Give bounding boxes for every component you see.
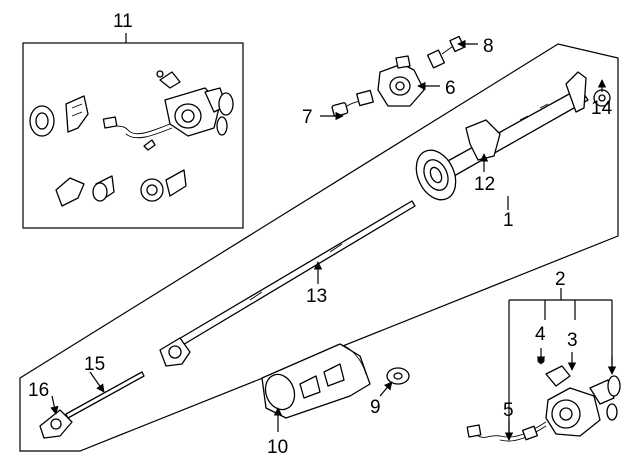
callout-3: 3 — [567, 330, 578, 351]
callout-4: 4 — [535, 324, 546, 345]
intermediate-shaft-13 — [159, 200, 416, 367]
ignition-lock-set — [466, 356, 621, 442]
lock-cylinder-assembly — [29, 70, 234, 207]
callout-9: 9 — [370, 397, 381, 418]
callout-12: 12 — [474, 174, 495, 195]
callout-14: 14 — [591, 98, 613, 119]
callout-2: 2 — [555, 269, 566, 290]
callout-16: 16 — [28, 380, 49, 401]
callout-7: 7 — [302, 107, 313, 128]
callout-11: 11 — [113, 11, 133, 32]
main-panel-outline — [19, 43, 619, 452]
callout-6: 6 — [445, 78, 456, 99]
inset-box-11 — [22, 42, 244, 229]
callout-1: 1 — [503, 210, 514, 231]
callout-15: 15 — [84, 354, 105, 375]
callout-10: 10 — [267, 437, 288, 458]
combination-switch-parts — [331, 35, 465, 117]
lower-shaft-15-16 — [39, 371, 145, 439]
callout-13: 13 — [306, 286, 327, 307]
column-jacket-12 — [415, 71, 589, 201]
callout-5: 5 — [503, 400, 514, 421]
nut-14 — [593, 89, 611, 107]
column-cover-10 — [261, 343, 371, 419]
washer-9 — [386, 367, 410, 385]
callout-8: 8 — [483, 36, 494, 57]
